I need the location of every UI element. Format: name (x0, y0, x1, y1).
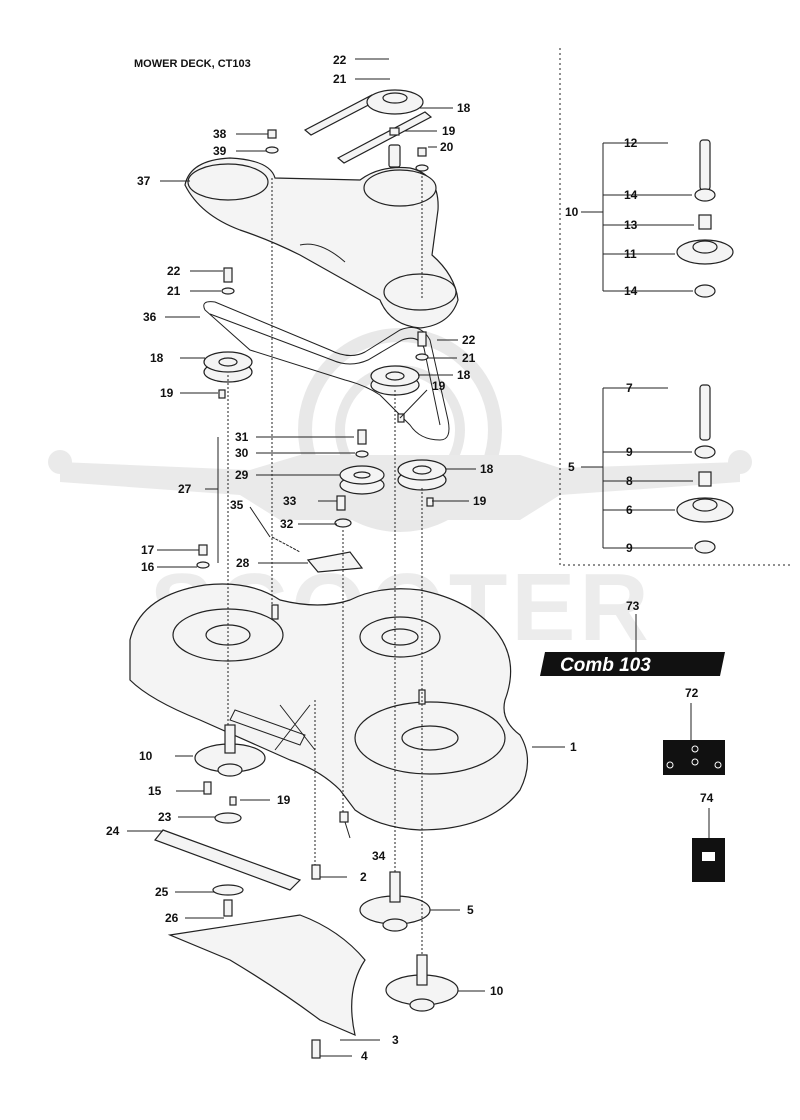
callout-19: 19 (442, 124, 456, 138)
callout-29: 29 (235, 468, 249, 482)
callout-21: 21 (462, 351, 476, 365)
spindle-kit-5 (676, 384, 734, 554)
callout-14: 14 (624, 188, 638, 202)
callout-19: 19 (160, 386, 174, 400)
callout-19: 19 (432, 379, 446, 393)
callout-19: 19 (473, 494, 487, 508)
callout-21: 21 (167, 284, 181, 298)
callout-7: 7 (626, 381, 633, 395)
callout-30: 30 (235, 446, 249, 460)
spindle-left (194, 724, 266, 824)
callout-3: 3 (392, 1033, 399, 1047)
callout-27: 27 (178, 482, 192, 496)
callout-18: 18 (480, 462, 494, 476)
callout-labels: 22 21 18 19 20 38 39 37 22 21 36 22 21 1… (106, 53, 714, 1063)
decal-text: Comb 103 (560, 655, 651, 676)
diagram-title: MOWER DECK, CT103 (134, 58, 251, 70)
callout-25: 25 (155, 885, 169, 899)
callout-9: 9 (626, 445, 633, 459)
discharge-shield (167, 864, 366, 1059)
decal-73: Comb 103 (540, 652, 725, 676)
spindle-5 (359, 871, 431, 932)
decal-72 (663, 740, 725, 775)
callout-13: 13 (624, 218, 638, 232)
callout-1: 1 (570, 740, 577, 754)
blade-part (154, 829, 302, 917)
callout-39: 39 (213, 144, 227, 158)
callout-22: 22 (462, 333, 476, 347)
callout-73: 73 (626, 599, 640, 613)
top-pulley (303, 89, 433, 168)
callout-15: 15 (148, 784, 162, 798)
pulley-18-lower (397, 459, 447, 491)
assembly-lines (227, 172, 423, 955)
callout-23: 23 (158, 810, 172, 824)
callout-31: 31 (235, 430, 249, 444)
kit-brackets (581, 142, 694, 549)
deck-cover-part (184, 157, 459, 329)
callout-4: 4 (361, 1049, 368, 1063)
callout-72: 72 (685, 686, 699, 700)
callout-10: 10 (139, 749, 153, 763)
callout-20: 20 (440, 140, 454, 154)
idler-arm (271, 495, 364, 573)
callout-35: 35 (230, 498, 244, 512)
callout-17: 17 (141, 543, 155, 557)
decal-74-manual-icon (692, 838, 725, 882)
spindle-right (385, 954, 459, 1012)
mower-deck-part (129, 583, 529, 831)
callout-19: 19 (277, 793, 291, 807)
callout-5: 5 (568, 460, 575, 474)
callout-10: 10 (565, 205, 579, 219)
callout-34: 34 (372, 849, 386, 863)
callout-22: 22 (167, 264, 181, 278)
callout-24: 24 (106, 824, 120, 838)
kit-boundary (559, 48, 790, 566)
callout-12: 12 (624, 136, 638, 150)
callout-6: 6 (626, 503, 633, 517)
callout-18: 18 (457, 368, 471, 382)
callout-74: 74 (700, 791, 714, 805)
callout-37: 37 (137, 174, 151, 188)
callout-38: 38 (213, 127, 227, 141)
callout-9: 9 (626, 541, 633, 555)
callout-10: 10 (490, 984, 504, 998)
callout-5: 5 (467, 903, 474, 917)
callout-18: 18 (457, 101, 471, 115)
callout-8: 8 (626, 474, 633, 488)
callout-36: 36 (143, 310, 157, 324)
spindle-kit-10 (676, 139, 734, 298)
callout-28: 28 (236, 556, 250, 570)
callout-11: 11 (624, 247, 637, 261)
callout-22: 22 (333, 53, 347, 67)
pulley-29 (339, 429, 385, 495)
callout-26: 26 (165, 911, 179, 925)
callout-2: 2 (360, 870, 367, 884)
callout-14: 14 (624, 284, 638, 298)
idler-pulley-left (203, 267, 253, 383)
callout-21: 21 (333, 72, 347, 86)
callout-33: 33 (283, 494, 297, 508)
callout-32: 32 (280, 517, 294, 531)
callout-16: 16 (141, 560, 155, 574)
callout-18: 18 (150, 351, 164, 365)
callout-leaders (127, 58, 710, 1057)
